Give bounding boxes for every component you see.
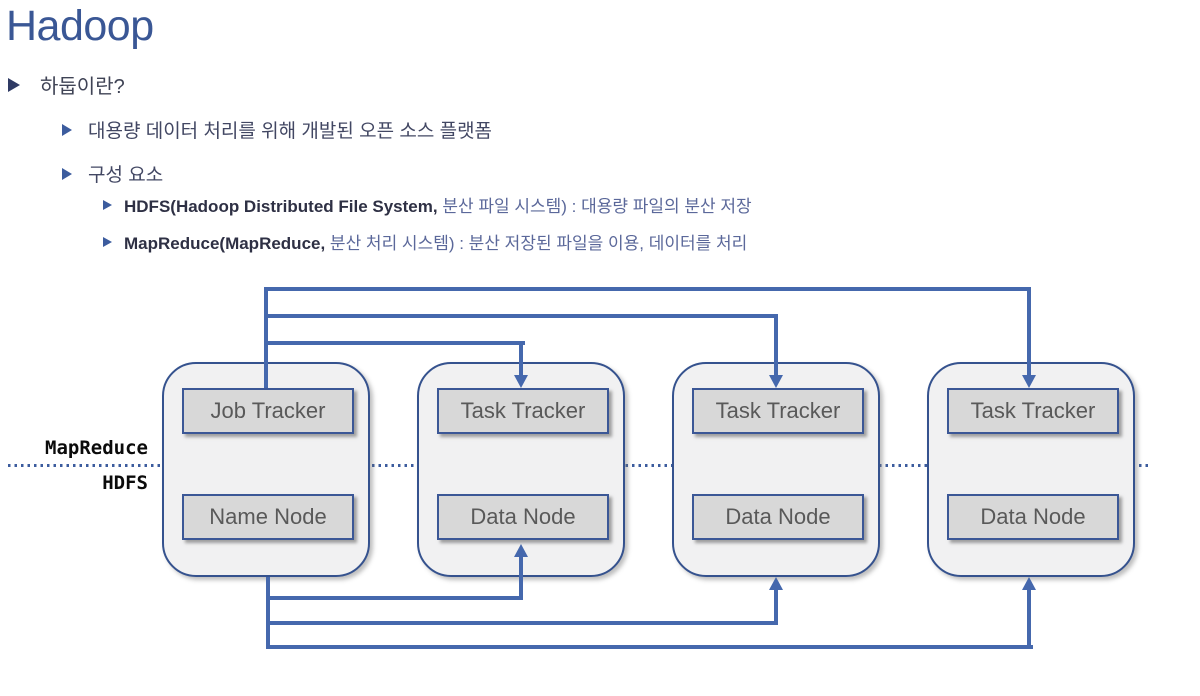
bullet-triangle-icon [62, 123, 72, 136]
bullet-triangle-icon [103, 199, 112, 210]
bullet-triangle-icon [8, 77, 20, 92]
connector-datanode1-rise [519, 556, 523, 600]
arrowhead-icon [514, 544, 528, 557]
connector-jobtracker-to-tasktracker3-horizontal [264, 287, 1031, 291]
node-container-master: Job Tracker Name Node [162, 362, 370, 577]
bullet-level3-item1-text: HDFS(Hadoop Distributed File System, 분산 … [124, 192, 752, 217]
arrowhead-icon [769, 577, 783, 590]
hdfs-description: 분산 파일 시스템) : 대용량 파일의 분산 저장 [437, 197, 752, 216]
page-title: Hadoop [6, 2, 154, 50]
connector-tasktracker1-drop [519, 341, 523, 377]
bullet-level3-item1: HDFS(Hadoop Distributed File System, 분산 … [103, 192, 752, 217]
node-container-worker3: Task Tracker Data Node [927, 362, 1135, 577]
data-node-node: Data Node [437, 494, 609, 540]
mapreduce-layer-label: MapReduce [45, 437, 148, 459]
connector-jobtracker-riser [264, 287, 268, 390]
connector-jobtracker-to-tasktracker1-horizontal [264, 341, 525, 345]
task-tracker-node: Task Tracker [692, 388, 864, 434]
bullet-level2-item1: 대용량 데이터 처리를 위해 개발된 오픈 소스 플랫폼 [62, 116, 492, 143]
mapreduce-description: 분산 처리 시스템) : 분산 저장된 파일을 이용, 데이터를 처리 [325, 234, 748, 253]
arrowhead-icon [769, 375, 783, 388]
task-tracker-node: Task Tracker [437, 388, 609, 434]
connector-jobtracker-to-tasktracker2-horizontal [264, 314, 778, 318]
job-tracker-node: Job Tracker [182, 388, 354, 434]
hdfs-term: HDFS(Hadoop Distributed File System, [124, 197, 438, 216]
data-node-node: Data Node [947, 494, 1119, 540]
connector-tasktracker3-drop [1027, 287, 1031, 377]
bullet-level3-item2: MapReduce(MapReduce, 분산 처리 시스템) : 분산 저장된… [103, 229, 747, 254]
connector-datanode3-rise [1027, 589, 1031, 649]
bullet-level2-item2-text: 구성 요소 [88, 165, 164, 186]
connector-namenode-to-datanode1-horizontal [266, 596, 523, 600]
hdfs-layer-label: HDFS [102, 472, 148, 494]
data-node-node: Data Node [692, 494, 864, 540]
bullet-triangle-icon [62, 167, 72, 180]
node-container-worker2: Task Tracker Data Node [672, 362, 880, 577]
bullet-triangle-icon [103, 236, 112, 247]
connector-namenode-riser [266, 577, 270, 649]
bullet-level3-item2-text: MapReduce(MapReduce, 분산 처리 시스템) : 분산 저장된… [124, 229, 747, 254]
bullet-level1: 하둡이란? [8, 70, 125, 99]
bullet-level2-item1-text: 대용량 데이터 처리를 위해 개발된 오픈 소스 플랫폼 [88, 121, 493, 142]
bullet-level1-text: 하둡이란? [40, 76, 125, 98]
name-node-node: Name Node [182, 494, 354, 540]
connector-namenode-to-datanode3-horizontal [266, 645, 1033, 649]
bullet-level2-item2: 구성 요소 [62, 160, 163, 187]
arrowhead-icon [514, 375, 528, 388]
arrowhead-icon [1022, 375, 1036, 388]
node-container-worker1: Task Tracker Data Node [417, 362, 625, 577]
arrowhead-icon [1022, 577, 1036, 590]
task-tracker-node: Task Tracker [947, 388, 1119, 434]
connector-datanode2-rise [774, 589, 778, 625]
connector-tasktracker2-drop [774, 314, 778, 377]
mapreduce-term: MapReduce(MapReduce, [124, 234, 326, 253]
connector-namenode-to-datanode2-horizontal [266, 621, 778, 625]
